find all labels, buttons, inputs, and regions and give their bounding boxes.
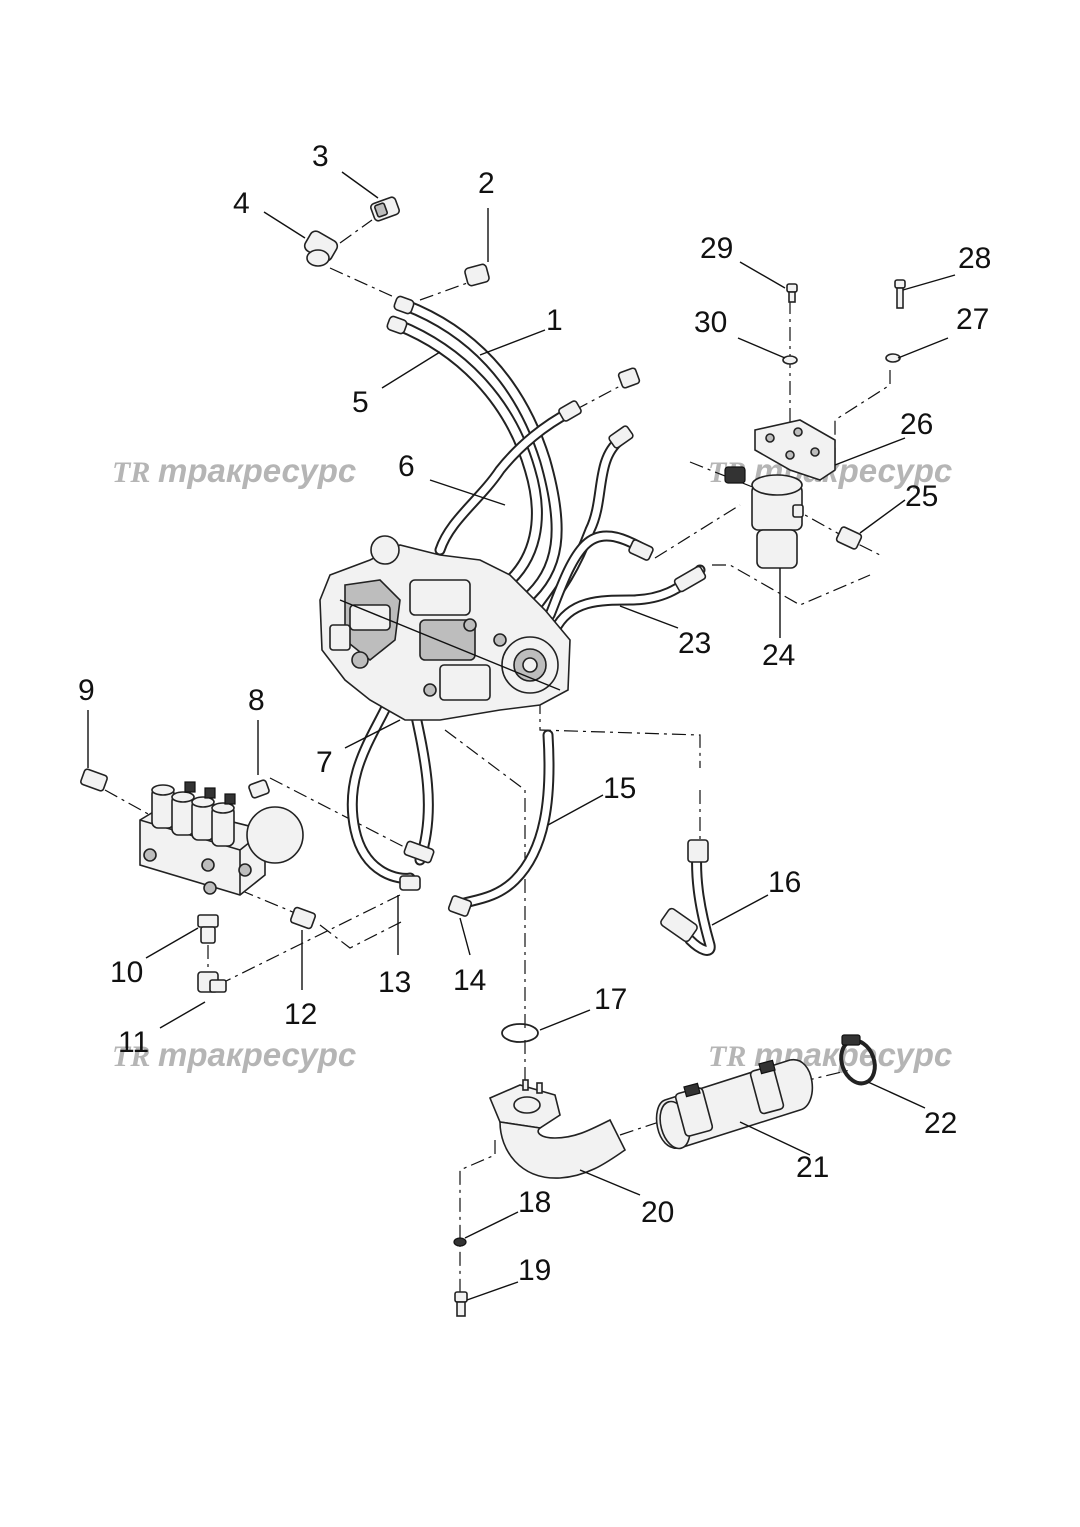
callout-18: 18 [518, 1186, 551, 1219]
valve-block-assembly [139, 781, 304, 896]
fitting [673, 565, 707, 593]
assembly-line [419, 281, 471, 301]
watermark-logo: TR [112, 1040, 150, 1073]
callout-30: 30 [694, 306, 727, 339]
watermark-bottom-left: TR тракресурс [112, 1036, 356, 1073]
callout-8: 8 [248, 684, 265, 717]
fitting-part-10 [197, 914, 219, 944]
callout-9: 9 [78, 674, 95, 707]
bracket-part-26 [754, 419, 836, 481]
fitting [608, 425, 634, 449]
callout-29: 29 [700, 232, 733, 265]
callout-7: 7 [316, 746, 333, 779]
assembly-line [539, 700, 701, 768]
filter-part-24 [751, 474, 804, 569]
assembly-line [339, 219, 373, 244]
callout-19: 19 [518, 1254, 551, 1287]
callout-16: 16 [768, 866, 801, 899]
callout-4: 4 [233, 187, 250, 220]
elbow-part-4 [303, 230, 339, 267]
fitting-part-2 [464, 263, 490, 287]
callout-28: 28 [958, 242, 991, 275]
assembly-lines [104, 219, 891, 1295]
callout-17: 17 [594, 983, 627, 1016]
fitting [399, 875, 421, 891]
fitting [393, 295, 415, 315]
fitting-part-3 [370, 196, 400, 222]
watermark-bottom-right: TR тракресурс [708, 1036, 952, 1073]
callout-5: 5 [352, 386, 369, 419]
pump-assembly [319, 535, 571, 721]
callout-10: 10 [110, 956, 143, 989]
assembly-line [239, 889, 301, 916]
callout-13: 13 [378, 966, 411, 999]
watermark-text: тракресурс [158, 452, 356, 489]
callout-14: 14 [453, 964, 486, 997]
bolt-part-19 [454, 1291, 468, 1317]
callout-27: 27 [956, 303, 989, 336]
callout-6: 6 [398, 450, 415, 483]
callout-12: 12 [284, 998, 317, 1031]
washer-part-30 [782, 355, 798, 365]
watermark-logo: TR [708, 1040, 746, 1073]
assembly-line [217, 894, 401, 986]
small-parts [80, 196, 906, 1317]
callout-11: 11 [118, 1026, 149, 1059]
callout-labels: 3 4 2 1 5 6 7 8 9 10 11 12 13 14 15 16 1… [78, 140, 991, 1287]
watermark-text: тракресурс [158, 1036, 356, 1073]
watermark-logo: TR [112, 456, 150, 489]
fitting-small-top [617, 367, 641, 389]
assembly-line [654, 504, 741, 559]
fitting-part-25 [835, 526, 863, 550]
washer-part-18 [453, 1237, 467, 1247]
fitting [687, 839, 709, 863]
fitting [447, 895, 473, 917]
fitting-filter-inlet [724, 466, 746, 484]
assembly-line [574, 384, 623, 411]
assembly-line [444, 729, 526, 1030]
callout-20: 20 [641, 1196, 674, 1229]
hose-fittings [386, 295, 709, 943]
assembly-line [329, 267, 406, 303]
assembly-line [319, 919, 406, 949]
fitting-part-12 [289, 906, 317, 930]
washer-part-27 [885, 353, 901, 363]
callout-1: 1 [546, 304, 563, 337]
hose-part-21 [655, 1059, 814, 1150]
fitting [660, 907, 698, 943]
hose-15 [452, 729, 555, 911]
bolt-part-29 [786, 283, 798, 303]
callout-24: 24 [762, 639, 795, 672]
callout-26: 26 [900, 408, 933, 441]
callout-21: 21 [796, 1151, 829, 1184]
fitting-part-8 [248, 779, 270, 799]
callout-15: 15 [603, 772, 636, 805]
leader-lines [87, 171, 956, 1301]
fitting [403, 840, 435, 864]
assembly-line [459, 1140, 496, 1295]
hoses [346, 299, 716, 956]
callout-23: 23 [678, 627, 711, 660]
assembly-line [104, 789, 151, 816]
callout-2: 2 [478, 167, 495, 200]
clamp-part-22 [839, 1034, 877, 1086]
fitting [628, 539, 654, 561]
oring-part-17 [501, 1023, 539, 1043]
fitting [386, 315, 408, 335]
elbow-part-11 [197, 971, 227, 993]
bolt-part-28 [894, 279, 906, 309]
watermark-top-left: TR тракресурс [112, 452, 356, 489]
assembly-line [712, 564, 871, 606]
callout-3: 3 [312, 140, 329, 173]
fitting-part-9 [80, 768, 108, 792]
fitting [558, 400, 582, 422]
callout-22: 22 [924, 1107, 957, 1140]
elbow-pipe-part-20 [488, 1079, 627, 1179]
callout-25: 25 [905, 480, 938, 513]
